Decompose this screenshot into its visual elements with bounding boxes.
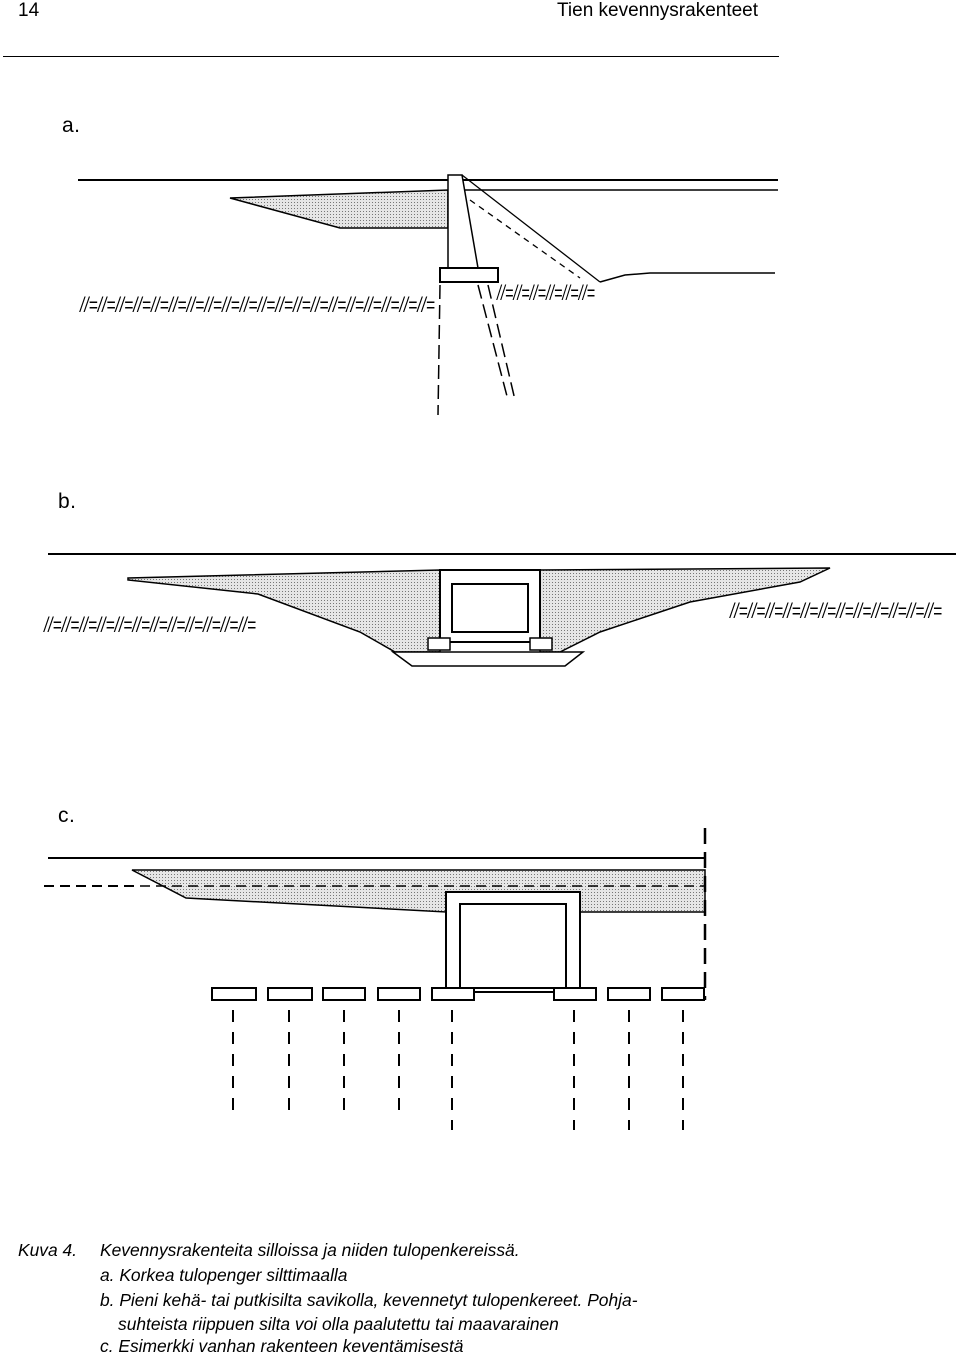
running-title: Tien kevennysrakenteet: [557, 0, 759, 21]
caption-item-a: a. Korkea tulopenger silttimaalla: [100, 1265, 348, 1285]
embankment-fill: [229, 189, 449, 229]
soil-symbol-left: //=//=//=//=//=//=//=//=//=//=//=//=//=/…: [79, 294, 435, 317]
header-rule: [3, 56, 779, 57]
caption-item-b-1: b. Pieni kehä- tai putkisilta savikolla,…: [100, 1290, 638, 1310]
figure-c-label: c.: [58, 804, 76, 827]
footings: [211, 987, 705, 1001]
caption-kuva: Kuva 4.: [18, 1240, 77, 1260]
base-slab: [390, 651, 586, 667]
soil-symbol-right: //=//=//=//=//=//=//=//=//=//=//=//=: [729, 600, 942, 623]
soil-symbol-left: //=//=//=//=//=//=//=//=//=//=//=//=: [43, 614, 256, 637]
lightweight-fill: [131, 869, 706, 913]
caption-title: Kevennysrakenteita silloissa ja niiden t…: [100, 1240, 520, 1260]
caption-item-b-2: suhteista riippuen silta voi olla paalut…: [118, 1314, 559, 1334]
figure-b-label: b.: [58, 490, 77, 513]
figure-a-label: a.: [62, 114, 81, 137]
page-number: 14: [18, 0, 40, 21]
figure-a-drawing: //=//=//=//=//=//=//=//=//=//=//=//=//=/…: [78, 174, 778, 416]
figure-c-drawing: [44, 828, 707, 1130]
embankment-left: [127, 569, 441, 653]
caption-item-c: c. Esimerkki vanhan rakenteen keventämis…: [100, 1336, 464, 1356]
piles: [232, 1010, 684, 1130]
soil-symbol-right: //=//=//=//=//=//=: [496, 282, 595, 305]
footing: [439, 267, 499, 283]
pier: [447, 174, 479, 269]
figure-b-drawing: //=//=//=//=//=//=//=//=//=//=//=//= //=…: [43, 553, 956, 667]
